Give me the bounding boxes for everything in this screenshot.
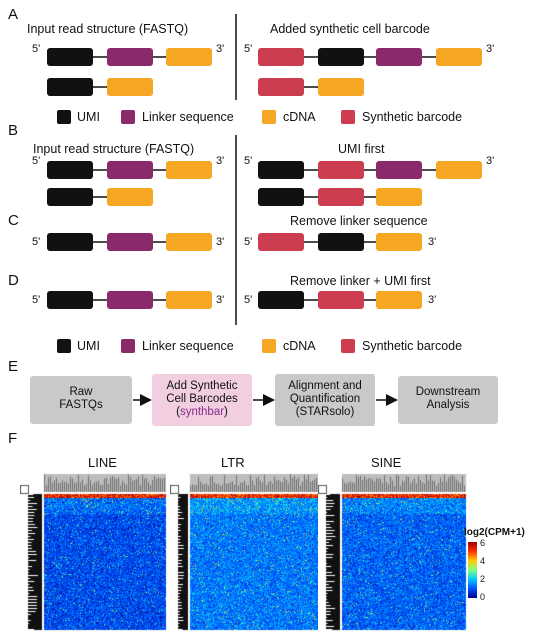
- c-left-five-prime: 5': [32, 236, 41, 248]
- colorbar-tick-6: 6: [480, 538, 486, 548]
- d-left-five-prime: 5': [32, 294, 41, 306]
- legend-cdna-swatch: [262, 110, 276, 124]
- workflow-step-downstream: Downstream Analysis: [398, 376, 498, 424]
- workflow-step2-tool: synthbar: [179, 406, 225, 418]
- cdna-block: [166, 48, 212, 66]
- workflow-step2-paren-close: ): [224, 406, 228, 418]
- barcode-block: [258, 78, 304, 96]
- colorbar-tick-4: 4: [480, 556, 486, 566]
- workflow-step-synthbar: Add Synthetic Cell Barcodes (synthbar): [152, 374, 252, 426]
- workflow-step2-line2: Cell Barcodes: [166, 393, 238, 405]
- legend-umi-swatch: [57, 110, 71, 124]
- workflow-step4-line1: Downstream: [415, 386, 481, 398]
- b-left-five-prime: 5': [32, 155, 41, 167]
- legend-barcode-swatch: [341, 110, 355, 124]
- read-d-left: [47, 291, 212, 309]
- heatmap-title-ltr: LTR: [221, 455, 245, 470]
- workflow-step3-line1: Alignment and: [288, 380, 362, 392]
- workflow-step1-line1: Raw: [69, 386, 93, 398]
- workflow-step-raw-fastqs: Raw FASTQs: [30, 376, 132, 424]
- b-left-title: Input read structure (FASTQ): [33, 142, 195, 156]
- legend2-barcode-swatch: [341, 339, 355, 353]
- workflow-step3-line2: Quantification: [289, 393, 361, 405]
- cdna-block: [107, 78, 153, 96]
- b-right-title: UMI first: [338, 142, 385, 156]
- b-right-three-prime: 3': [486, 155, 495, 167]
- umi-block: [47, 78, 93, 96]
- workflow-step1-line2: FASTQs: [59, 399, 103, 411]
- legend-linker-label: Linker sequence: [142, 110, 234, 124]
- c-left-three-prime: 3': [216, 236, 225, 248]
- workflow-arrows: [133, 394, 398, 406]
- b-left-three-prime: 3': [216, 155, 225, 167]
- workflow-step-starsolo: Alignment and Quantification (STARsolo): [275, 374, 375, 426]
- c-right-three-prime: 3': [428, 236, 437, 248]
- legend2-linker-label: Linker sequence: [142, 339, 234, 353]
- heatmap-ltr: [170, 472, 322, 632]
- read-b-right-row2: [258, 188, 422, 206]
- panel-letter-c: C: [8, 212, 19, 229]
- read-a-right-row1: [258, 48, 482, 66]
- colorbar-tick-0: 0: [480, 592, 486, 602]
- d-right-five-prime: 5': [244, 294, 253, 306]
- panel-letter-f: F: [8, 430, 18, 447]
- read-b-right-row1: [258, 161, 482, 179]
- workflow-step4-line2: Analysis: [426, 399, 470, 411]
- c-right-five-prime: 5': [244, 236, 253, 248]
- heatmap-title-sine: SINE: [371, 455, 402, 470]
- c-right-title: Remove linker sequence: [290, 214, 428, 228]
- read-d-right: [258, 291, 422, 309]
- legend2-cdna-label: cDNA: [283, 339, 316, 353]
- heatmap-line: [20, 472, 168, 632]
- linker-block: [376, 48, 422, 66]
- colorbar: [468, 542, 477, 598]
- a-right-five-prime: 5': [244, 43, 253, 55]
- umi-block: [318, 48, 364, 66]
- read-structure-diagram: [47, 14, 482, 353]
- panel-letter-d: D: [8, 272, 19, 289]
- read-b-left-row2: [47, 188, 153, 206]
- a-right-three-prime: 3': [486, 43, 495, 55]
- umi-block: [47, 48, 93, 66]
- colorbar-tick-2: 2: [480, 574, 486, 584]
- barcode-block: [258, 48, 304, 66]
- legend2-umi-label: UMI: [77, 339, 100, 353]
- cdna-block: [318, 78, 364, 96]
- panel-letter-e: E: [8, 358, 19, 375]
- heatmap-sine: [318, 472, 468, 632]
- read-c-left: [47, 233, 212, 251]
- workflow-step2-line1: Add Synthetic: [166, 380, 238, 392]
- legend2-umi-swatch: [57, 339, 71, 353]
- read-c-right: [258, 233, 422, 251]
- d-right-title: Remove linker + UMI first: [290, 274, 431, 288]
- legend-umi-label: UMI: [77, 110, 100, 124]
- legend2-linker-swatch: [121, 339, 135, 353]
- legend2-cdna-swatch: [262, 339, 276, 353]
- a-left-three-prime: 3': [216, 43, 225, 55]
- read-a-left-row2: [47, 78, 153, 96]
- a-right-title: Added synthetic cell barcode: [270, 22, 430, 36]
- d-left-three-prime: 3': [216, 294, 225, 306]
- linker-block: [107, 48, 153, 66]
- d-right-three-prime: 3': [428, 294, 437, 306]
- panel-letter-a: A: [8, 6, 19, 23]
- workflow-step2-paren-open: (: [176, 406, 180, 418]
- workflow-step3-line3: (STARsolo): [295, 406, 355, 418]
- b-right-five-prime: 5': [244, 155, 253, 167]
- legend-cdna-label: cDNA: [283, 110, 316, 124]
- colorbar-title: log2(CPM+1): [464, 527, 525, 538]
- legend-barcode-label: Synthetic barcode: [362, 110, 463, 124]
- heatmap-title-line: LINE: [88, 455, 117, 470]
- a-left-title: Input read structure (FASTQ): [27, 22, 189, 36]
- legend2-barcode-label: Synthetic barcode: [362, 339, 463, 353]
- a-left-five-prime: 5': [32, 43, 41, 55]
- cdna-block: [436, 48, 482, 66]
- panel-letter-b: B: [8, 122, 19, 139]
- legend-linker-swatch: [121, 110, 135, 124]
- read-a-left-row1: [47, 48, 212, 66]
- read-a-right-row2: [258, 78, 364, 96]
- read-b-left-row1: [47, 161, 212, 179]
